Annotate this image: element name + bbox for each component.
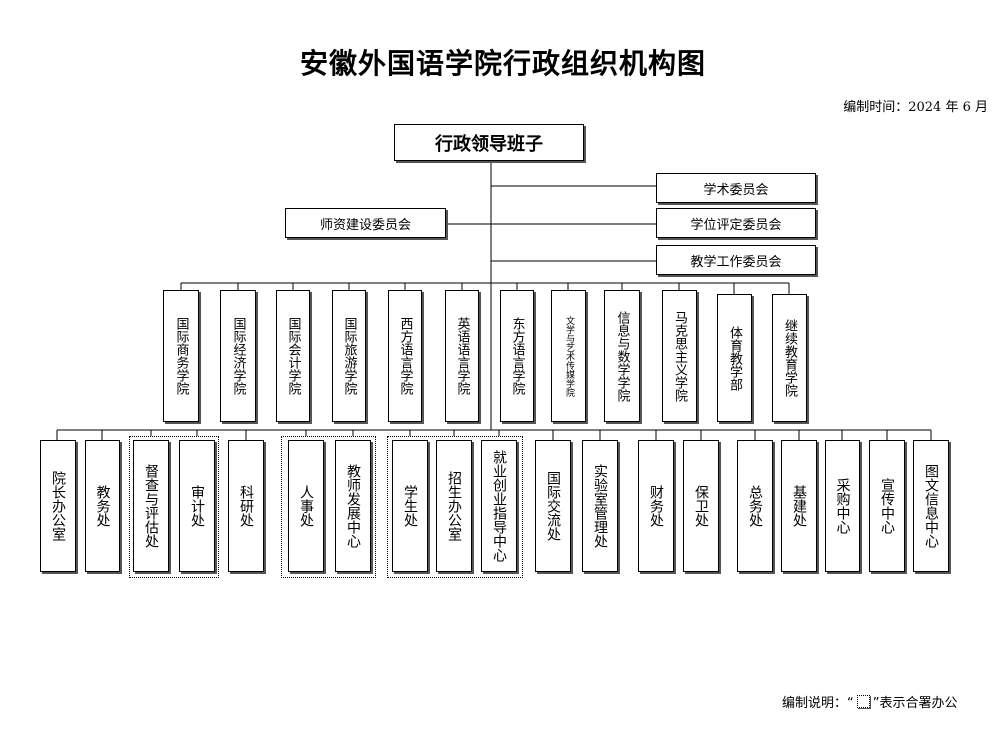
college-box: 东方语言学院 xyxy=(500,290,534,422)
office-label: 招生办公室 xyxy=(446,471,462,541)
office-label: 财务处 xyxy=(648,485,664,527)
college-label: 国际经济学院 xyxy=(230,317,246,395)
office-box: 招生办公室 xyxy=(436,440,472,572)
college-box: 国际经济学院 xyxy=(220,290,256,422)
college-label: 继续教育学院 xyxy=(782,319,797,397)
office-label: 就业创业指导中心 xyxy=(491,450,507,562)
office-label: 科研处 xyxy=(238,485,254,527)
office-label: 院长办公室 xyxy=(50,471,66,541)
college-label: 国际旅游学院 xyxy=(341,317,357,395)
college-label: 东方语言学院 xyxy=(509,317,525,395)
joint-office-group xyxy=(387,436,523,578)
college-label: 体育教学部 xyxy=(727,325,742,391)
office-box: 宣传中心 xyxy=(869,440,905,572)
office-box: 采购中心 xyxy=(825,440,860,572)
college-label: 马克思主义学院 xyxy=(672,310,687,402)
office-label: 教务处 xyxy=(94,485,111,527)
college-box: 马克思主义学院 xyxy=(662,290,697,422)
office-label: 基建处 xyxy=(791,485,807,527)
office-label: 国际交流处 xyxy=(545,471,561,541)
office-box: 教师发展中心 xyxy=(335,440,371,572)
office-box: 教务处 xyxy=(85,440,120,572)
legend-suffix: ”表示合署办公 xyxy=(872,696,958,711)
office-box: 科研处 xyxy=(228,440,264,572)
leader-box: 行政领导班子 xyxy=(394,124,584,161)
office-box: 就业创业指导中心 xyxy=(481,440,517,572)
office-label: 人事处 xyxy=(298,485,314,527)
office-label: 学生处 xyxy=(402,485,418,527)
office-box: 保卫处 xyxy=(683,440,719,572)
college-label: 信息与数学学院 xyxy=(614,310,630,402)
college-box: 国际会计学院 xyxy=(276,290,310,422)
office-label: 实验室管理处 xyxy=(592,464,608,548)
office-box: 审计处 xyxy=(179,440,215,572)
college-box: 文学与艺术传媒学院 xyxy=(551,290,586,422)
dotted-square-icon xyxy=(856,695,870,708)
college-box: 英语语言学院 xyxy=(445,290,479,422)
office-label: 采购中心 xyxy=(834,478,851,534)
degree-committee-box: 学位评定委员会 xyxy=(656,208,816,238)
teaching-committee-box: 教学工作委员会 xyxy=(656,245,816,275)
office-label: 审计处 xyxy=(189,485,205,527)
office-box: 国际交流处 xyxy=(535,440,571,572)
college-box: 国际商务学院 xyxy=(163,290,199,422)
office-box: 财务处 xyxy=(638,440,674,572)
office-box: 图文信息中心 xyxy=(913,440,949,572)
college-label: 国际会计学院 xyxy=(285,317,301,395)
joint-office-group xyxy=(129,436,219,578)
compile-date: 编制时间：2024 年 6 月 xyxy=(843,100,988,115)
faculty-committee-box: 师资建设委员会 xyxy=(285,208,446,238)
office-label: 图文信息中心 xyxy=(923,464,939,548)
office-label: 督查与评估处 xyxy=(143,464,159,548)
college-label: 英语语言学院 xyxy=(454,317,470,395)
college-box: 国际旅游学院 xyxy=(332,290,366,422)
page-title: 安徽外国语学院行政组织机构图 xyxy=(299,47,706,80)
office-box: 人事处 xyxy=(288,440,324,572)
college-box: 继续教育学院 xyxy=(772,294,807,422)
college-box: 体育教学部 xyxy=(717,294,752,422)
college-label: 文学与艺术传媒学院 xyxy=(564,315,574,397)
legend-prefix: 编制说明：“ xyxy=(782,696,854,711)
legend-note: 编制说明：“ ”表示合署办公 xyxy=(782,692,958,711)
office-label: 保卫处 xyxy=(693,485,709,527)
office-box: 学生处 xyxy=(392,440,428,572)
office-label: 宣传中心 xyxy=(879,478,895,534)
office-box: 院长办公室 xyxy=(40,440,76,572)
office-box: 基建处 xyxy=(781,440,817,572)
college-box: 信息与数学学院 xyxy=(604,290,640,422)
office-box: 总务处 xyxy=(737,440,773,572)
joint-office-group xyxy=(281,436,376,578)
office-box: 督查与评估处 xyxy=(133,440,169,572)
office-label: 总务处 xyxy=(747,485,763,527)
office-box: 实验室管理处 xyxy=(582,440,618,572)
college-box: 西方语言学院 xyxy=(388,290,422,422)
college-label: 西方语言学院 xyxy=(397,317,413,395)
office-label: 教师发展中心 xyxy=(345,464,361,548)
academic-committee-box: 学术委员会 xyxy=(656,173,816,203)
college-label: 国际商务学院 xyxy=(173,317,189,395)
